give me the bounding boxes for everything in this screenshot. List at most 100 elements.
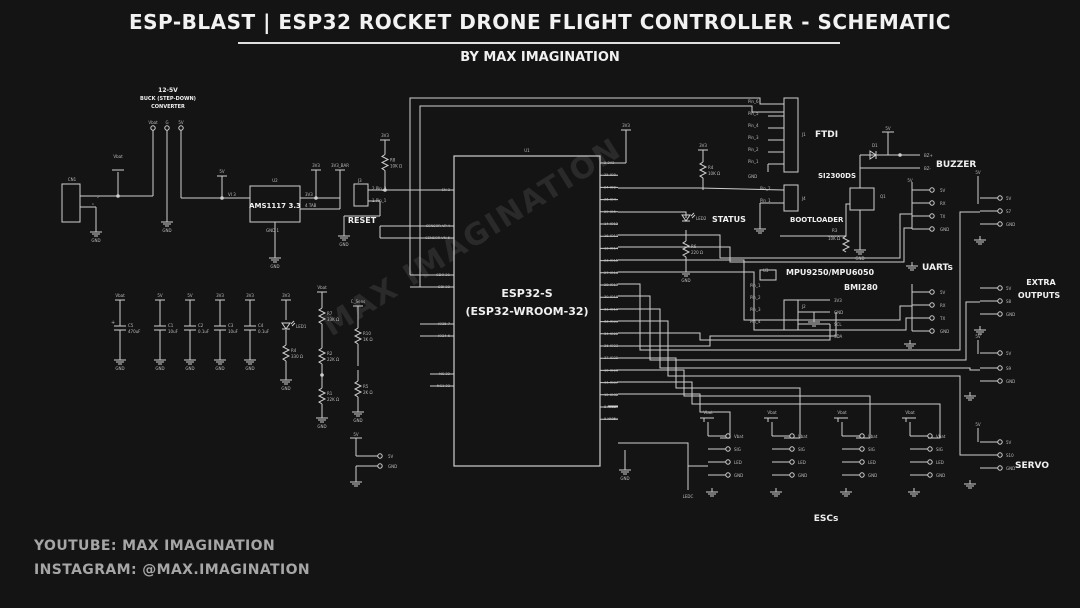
resistor: [841, 235, 851, 253]
ftdi-pin: Pin_1: [748, 159, 759, 164]
uart-net: 5V: [940, 188, 946, 193]
buzzer-pin: BZ-: [924, 166, 931, 171]
ground-label: GND: [317, 424, 326, 429]
bootloader-pin: Pin_2: [760, 186, 771, 191]
pin-pad: [929, 328, 935, 334]
esc-vbat-label: Vbat: [905, 410, 915, 415]
ground-label: GND: [270, 264, 279, 269]
cn1-ref: CN1: [68, 177, 77, 182]
regulator-pin: 4 TAB: [305, 203, 317, 208]
junction-dot: [383, 188, 387, 192]
esc-pin-label: LED: [734, 460, 742, 465]
buck-subtitle: CONVERTER: [151, 104, 185, 110]
esc-pin-label: GND: [734, 473, 743, 478]
buck-subtitle: BUCK (STEP-DOWN): [140, 96, 196, 102]
bootloader-pin: Pin_1: [760, 198, 771, 203]
imu-sda-wire: [618, 312, 837, 347]
esp32-module: [453, 155, 601, 467]
resistor: [317, 387, 327, 405]
pin-number: 2: [97, 195, 99, 199]
led-ray: [291, 322, 296, 327]
esc-pin-label: Vbat: [868, 434, 878, 439]
imu-pin: Pin_4: [750, 319, 761, 324]
esc1-sig-wire: [618, 357, 801, 439]
pin-pad: [997, 195, 1003, 201]
title-divider: [238, 42, 840, 44]
pin-pad: [997, 378, 1003, 384]
resistor-value: 33K Ω: [327, 317, 339, 322]
bootloader-ref: J4: [801, 196, 806, 201]
resistor-ref: R10: [363, 331, 371, 336]
imu-net: SDA: [834, 334, 843, 339]
power-net-label: 3V3: [622, 123, 630, 128]
resistor-ref: R4: [708, 165, 714, 170]
regulator-pin: VI 3: [228, 192, 236, 197]
esc-pin-label: Vbat: [734, 434, 744, 439]
buck-pin-label: G: [165, 120, 168, 125]
servo-net: S10: [1006, 453, 1014, 458]
junction-dot: [220, 196, 224, 200]
ftdi-label: FTDI: [815, 130, 838, 140]
capacitor-value: 470uF: [128, 329, 141, 334]
esc-pin-label: GND: [798, 473, 807, 478]
uart-net: 5V: [940, 290, 946, 295]
diode-ref: D1: [872, 143, 878, 148]
capacitor-ref: C4: [258, 323, 264, 328]
resistor: [317, 347, 327, 365]
buck-pin-label: 5V: [178, 120, 184, 125]
junction-dot: [898, 153, 902, 157]
resistor: [353, 327, 363, 345]
pin-pad: [997, 350, 1003, 356]
pin-pad: [725, 472, 731, 478]
esc-vbat-label: Vbat: [767, 410, 777, 415]
resistor: [317, 307, 327, 325]
ground-label: GND: [245, 366, 254, 371]
resistor-ref: R1: [327, 391, 333, 396]
resistor-value: 10K Ω: [708, 171, 720, 176]
uart-net: RX: [940, 303, 946, 308]
pin-pad: [929, 187, 935, 193]
regulator-pin: GND 1: [266, 228, 279, 233]
resistor-value: 10K Ω: [828, 236, 840, 241]
capacitor-ref: C5: [128, 323, 134, 328]
servo-net: GND: [1006, 466, 1015, 471]
esc-pin-label: SIG: [798, 447, 805, 452]
net-label: 5V: [975, 170, 981, 175]
pin-pad: [929, 226, 935, 232]
pin-pad: [997, 311, 1003, 317]
uart1-rx-wire: [618, 213, 912, 259]
esc-pin-label: SIG: [868, 447, 875, 452]
servo-net: GND: [1006, 379, 1015, 384]
esc-ledc-wire: [618, 442, 689, 466]
power-net-label: 3V3: [312, 163, 320, 168]
extra-net: GND: [1006, 312, 1015, 317]
extra-s8-wire: [618, 295, 980, 361]
esc3-sig-wire: [618, 381, 941, 439]
imu-label: MPU9250/MPU6050: [786, 268, 875, 277]
power-net-label: C_Sens: [351, 299, 365, 304]
imu-body: [759, 269, 777, 281]
capacitor-ref: C3: [228, 323, 234, 328]
header-net: 5V: [388, 454, 394, 459]
power-net-label: 3V3: [216, 293, 224, 298]
imu-pin: Pin_3: [750, 307, 761, 312]
page-title: ESP-BLAST | ESP32 ROCKET DRONE FLIGHT CO…: [128, 10, 952, 34]
uart-net: GND: [940, 329, 949, 334]
escs-label: ESCs: [814, 514, 839, 524]
uart1-tx-wire: [618, 227, 912, 263]
esp32-name: ESP32-S: [501, 287, 552, 300]
mosfet-body: [849, 187, 875, 211]
imu-pin: Pin_1: [750, 283, 761, 288]
resistor-ref: R5: [363, 384, 369, 389]
resistor-ref: R2: [327, 351, 333, 356]
led-ref: LED2: [696, 216, 707, 221]
pin-pad: [927, 459, 933, 465]
pin-pad: [929, 315, 935, 321]
ground-label: GND: [681, 278, 690, 283]
pin-pad: [997, 208, 1003, 214]
power-net-label: 3V3_BAR: [331, 163, 349, 168]
pin-pad: [377, 463, 383, 469]
pin-pad: [859, 472, 865, 478]
servo-net: S9: [1006, 366, 1012, 371]
net-label: 5V: [907, 178, 913, 183]
